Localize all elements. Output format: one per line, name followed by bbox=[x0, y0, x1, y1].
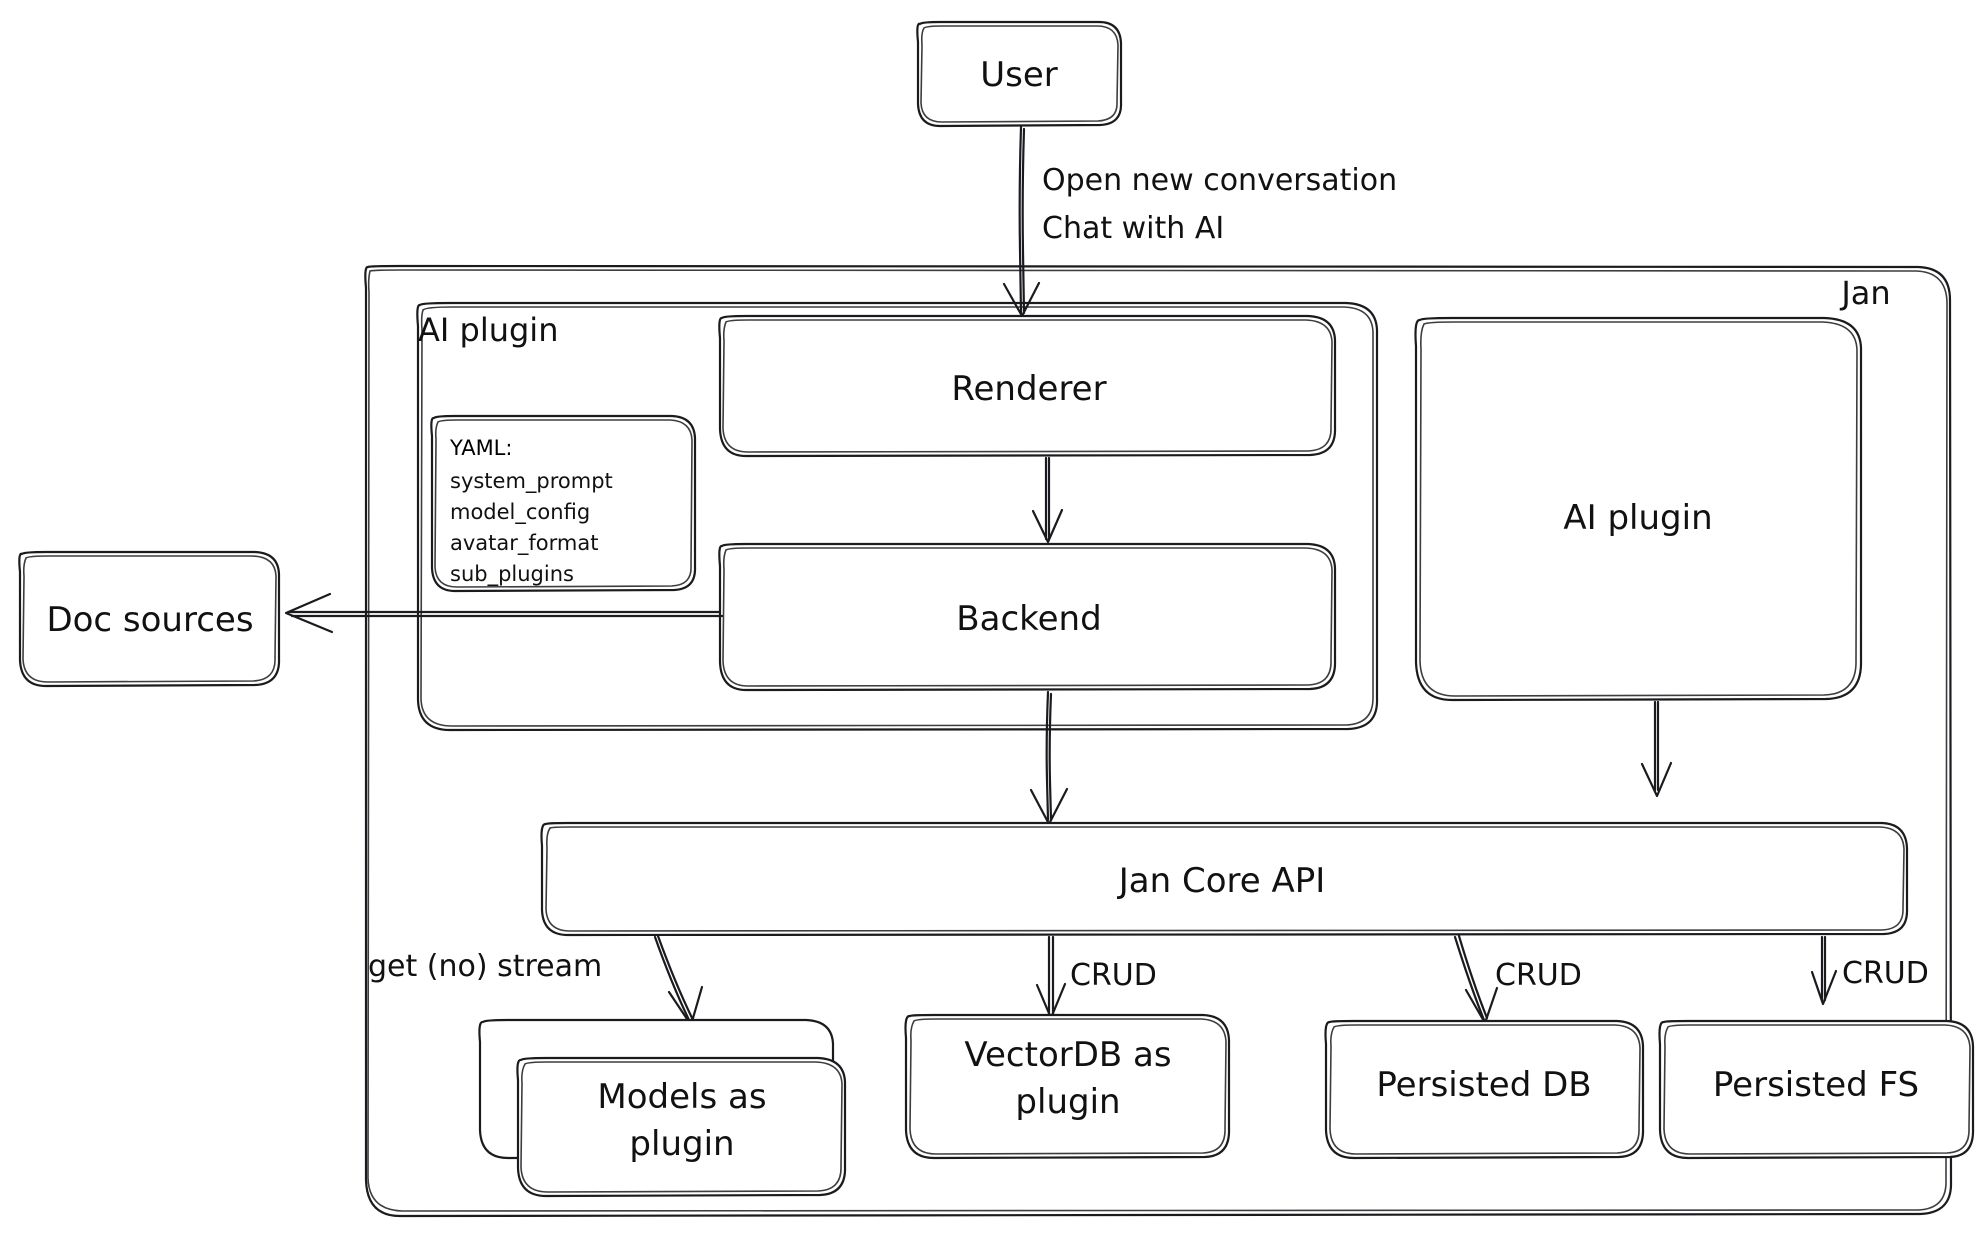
edge-core-api-to-persisted-db-label: CRUD bbox=[1495, 958, 1582, 993]
edge-core-api-to-vectordb: CRUD bbox=[1035, 935, 1157, 1020]
edge-backend-to-doc-sources bbox=[284, 592, 724, 634]
edge-core-api-to-vectordb-label: CRUD bbox=[1070, 958, 1157, 993]
node-persisted-fs-label: Persisted FS bbox=[1713, 1065, 1919, 1105]
card-yaml-config[interactable]: YAML: system_prompt model_config avatar_… bbox=[430, 414, 697, 593]
yaml-item-1: model_config bbox=[450, 500, 590, 525]
node-doc-sources[interactable]: Doc sources bbox=[18, 550, 281, 688]
node-persisted-db[interactable]: Persisted DB bbox=[1324, 1019, 1645, 1160]
node-jan-core-api-label: Jan Core API bbox=[1117, 861, 1326, 901]
yaml-item-3: sub_plugins bbox=[450, 562, 574, 587]
edge-user-to-renderer: Open new conversation Chat with AI bbox=[1002, 125, 1397, 318]
node-backend-label: Backend bbox=[956, 599, 1101, 639]
node-renderer[interactable]: Renderer bbox=[718, 314, 1337, 458]
edge-user-to-renderer-label-2: Chat with AI bbox=[1042, 211, 1224, 246]
node-ai-plugin-right[interactable]: AI plugin bbox=[1414, 316, 1863, 702]
yaml-heading: YAML: bbox=[449, 436, 512, 460]
edge-core-api-to-persisted-fs-label: CRUD bbox=[1842, 956, 1929, 991]
node-vectordb-as-plugin-label-line1: VectorDB as bbox=[964, 1035, 1171, 1075]
node-user-label: User bbox=[980, 55, 1058, 95]
edge-core-api-to-models-label: get (no) stream bbox=[368, 949, 602, 984]
edge-ai-plugin-to-core-api bbox=[1640, 700, 1673, 798]
node-vectordb-as-plugin[interactable]: VectorDB as plugin bbox=[904, 1013, 1231, 1160]
node-renderer-label: Renderer bbox=[951, 369, 1106, 409]
container-ai-plugin-group-label: AI plugin bbox=[418, 311, 558, 349]
yaml-item-2: avatar_format bbox=[450, 531, 598, 556]
edge-core-api-to-persisted-fs: CRUD bbox=[1810, 935, 1929, 1006]
container-ai-plugin-group[interactable]: AI plugin bbox=[416, 301, 1379, 732]
edge-core-api-to-persisted-db: CRUD bbox=[1453, 934, 1582, 1025]
node-jan-core-api[interactable]: Jan Core API bbox=[540, 821, 1909, 937]
node-vectordb-as-plugin-label-line2: plugin bbox=[1015, 1082, 1120, 1122]
node-persisted-fs[interactable]: Persisted FS bbox=[1658, 1019, 1975, 1160]
node-ai-plugin-right-label: AI plugin bbox=[1563, 498, 1712, 538]
edge-renderer-to-backend bbox=[1031, 456, 1064, 544]
container-jan[interactable]: Jan bbox=[364, 264, 1953, 1218]
container-jan-label: Jan bbox=[1839, 274, 1890, 312]
edge-backend-to-core-api bbox=[1029, 690, 1069, 826]
node-backend[interactable]: Backend bbox=[718, 542, 1337, 692]
edge-core-api-to-models: get (no) stream bbox=[368, 934, 704, 1027]
node-persisted-db-label: Persisted DB bbox=[1376, 1065, 1591, 1105]
node-models-as-plugin-label-line2: plugin bbox=[629, 1124, 734, 1164]
edge-user-to-renderer-label-1: Open new conversation bbox=[1042, 163, 1397, 198]
node-doc-sources-label: Doc sources bbox=[46, 600, 253, 640]
node-models-as-plugin-label-line1: Models as bbox=[597, 1077, 766, 1117]
yaml-item-0: system_prompt bbox=[450, 469, 613, 494]
node-models-as-plugin[interactable]: Models as plugin bbox=[478, 1018, 847, 1198]
node-user[interactable]: User bbox=[916, 20, 1123, 128]
